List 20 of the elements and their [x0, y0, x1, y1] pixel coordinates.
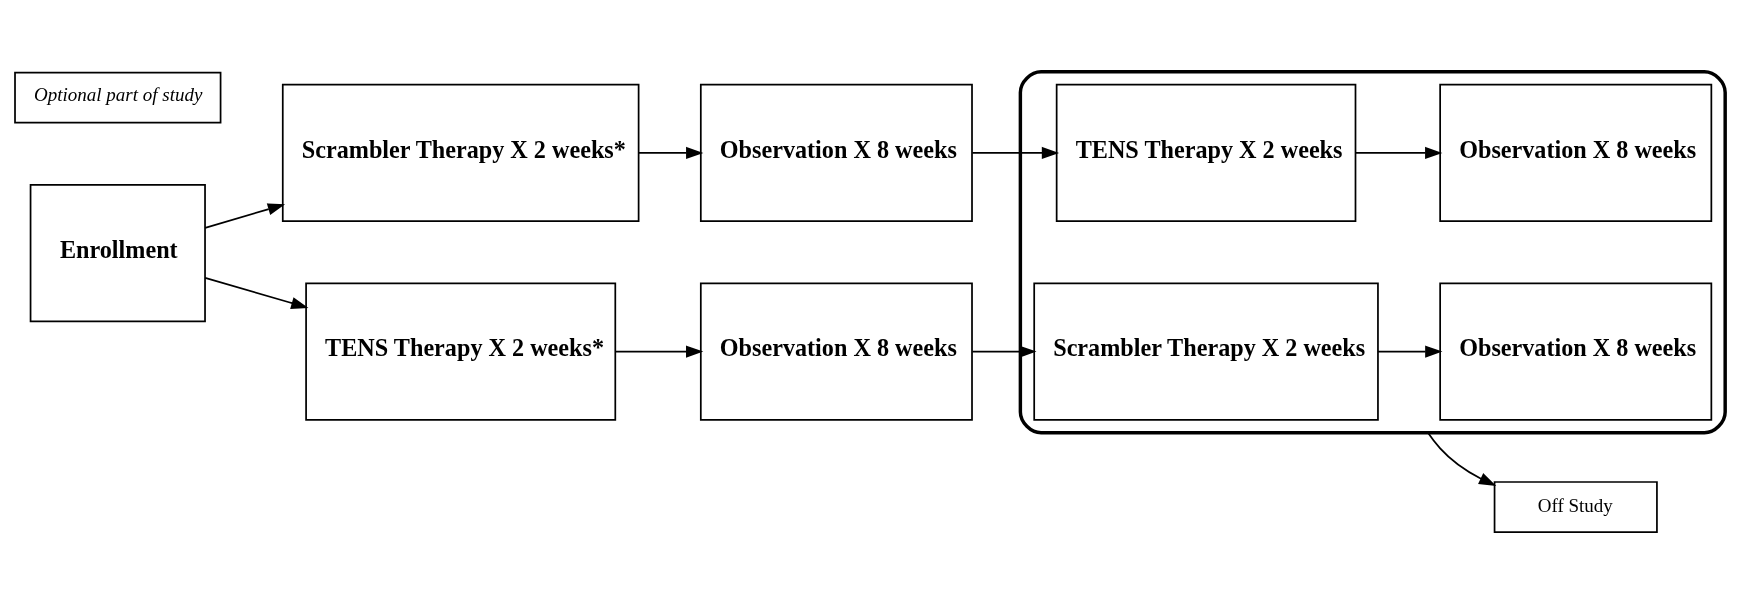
node-box: TENS Therapy X 2 weeks [1055, 83, 1357, 222]
node-box: Off Study [1493, 481, 1658, 533]
node-box: Observation X 8 weeks [699, 83, 973, 222]
node-box: Observation X 8 weeks [1439, 83, 1713, 222]
arrow [1354, 146, 1443, 159]
node-box: TENS Therapy X 2 weeks* [305, 282, 617, 421]
arrow [204, 203, 286, 229]
arrow [971, 146, 1060, 159]
node-box: Scrambler Therapy X 2 weeks [1033, 282, 1379, 421]
arrow [1377, 345, 1443, 358]
node-box: Observation X 8 weeks [699, 282, 973, 421]
node-box: Observation X 8 weeks [1439, 282, 1713, 421]
node-box: Enrollment [29, 184, 206, 323]
node-box: Optional part of study [14, 71, 222, 124]
arrow [971, 345, 1037, 358]
arrow [637, 146, 704, 159]
arrow [1427, 431, 1497, 487]
node-box: Scrambler Therapy X 2 weeks* [281, 83, 640, 222]
arrow [204, 277, 309, 309]
arrow [614, 345, 704, 358]
